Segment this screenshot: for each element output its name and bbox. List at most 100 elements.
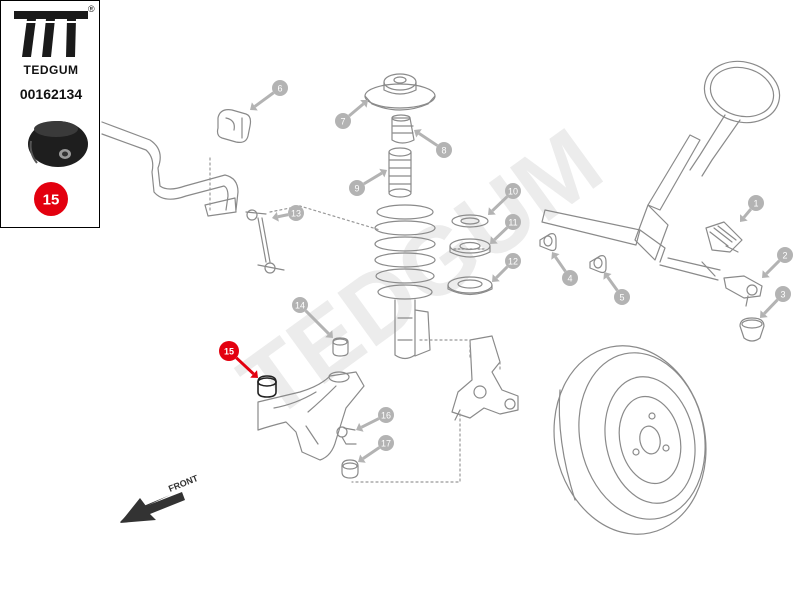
callout-15: 15 bbox=[219, 341, 258, 378]
callout-arrowhead bbox=[379, 168, 387, 178]
callout-bubble bbox=[436, 142, 452, 158]
part-number: 00162134 bbox=[19, 86, 83, 102]
product-info-panel: 15 ® TEDGUM 00162134 bbox=[0, 0, 100, 228]
callout-12: 12 bbox=[492, 253, 521, 282]
callout-bubble bbox=[378, 435, 394, 451]
callout-bubble bbox=[748, 195, 764, 211]
registered-mark: ® bbox=[88, 4, 95, 14]
callout-number: 6 bbox=[277, 84, 282, 94]
tie-rod-end-part-2 bbox=[723, 275, 763, 307]
brand-name: TEDGUM bbox=[23, 63, 79, 77]
callout-number: 5 bbox=[619, 293, 624, 303]
callout-number: 14 bbox=[295, 301, 305, 311]
coil-spring bbox=[374, 204, 436, 300]
watermark-text: TEDGUM bbox=[221, 108, 620, 439]
spring-seat-part-12 bbox=[447, 276, 493, 296]
callout-bubble bbox=[272, 80, 288, 96]
callout-arrowhead bbox=[760, 310, 768, 318]
strut-body bbox=[394, 299, 431, 360]
callout-bubble bbox=[349, 180, 365, 196]
callout-14: 14 bbox=[292, 297, 333, 338]
callout-leader bbox=[763, 298, 779, 315]
callout-leader bbox=[765, 259, 781, 275]
callout-leader bbox=[493, 226, 509, 241]
callout-3: 3 bbox=[760, 286, 791, 318]
callout-bubble bbox=[775, 286, 791, 302]
callout-bubble bbox=[292, 297, 308, 313]
callout-arrowhead bbox=[325, 330, 333, 338]
wheel bbox=[553, 345, 707, 535]
callout-leader bbox=[362, 446, 381, 460]
callout-number: 12 bbox=[508, 257, 518, 267]
callout-leader bbox=[554, 256, 567, 273]
strut-washer-part-10 bbox=[451, 214, 489, 228]
highlight-badge-icon bbox=[34, 182, 68, 216]
callout-bubble bbox=[219, 341, 239, 361]
callout-arrowhead bbox=[762, 270, 770, 278]
callout-bubble bbox=[614, 289, 630, 305]
callout-arrowhead bbox=[414, 129, 422, 138]
callout-leader bbox=[348, 102, 365, 118]
callout-arrowhead bbox=[358, 454, 366, 463]
callout-2: 2 bbox=[762, 247, 793, 278]
callout-number: 17 bbox=[381, 439, 391, 449]
callout-1: 1 bbox=[740, 195, 764, 222]
stabilizer-bar bbox=[101, 121, 239, 217]
callout-number: 13 bbox=[291, 209, 301, 219]
rack-boot-part-1 bbox=[705, 221, 743, 253]
callout-leader bbox=[418, 132, 439, 147]
steering-column bbox=[541, 134, 721, 281]
callout-10: 10 bbox=[488, 183, 521, 215]
callout-number: 15 bbox=[224, 347, 234, 357]
callout-16: 16 bbox=[356, 407, 394, 432]
callout-arrowhead bbox=[740, 214, 748, 222]
callout-13: 13 bbox=[272, 205, 304, 222]
callout-number: 1 bbox=[753, 199, 758, 209]
front-label: FRONT bbox=[167, 473, 200, 494]
steering-knuckle bbox=[451, 335, 519, 421]
part-photo-icon bbox=[28, 121, 88, 167]
rack-bushing-part-4 bbox=[539, 233, 557, 252]
strut-bearing-part-11 bbox=[449, 238, 491, 258]
rack-bushing-part-5 bbox=[589, 255, 607, 274]
callout-arrowhead bbox=[488, 207, 496, 215]
callout-number: 8 bbox=[441, 146, 446, 156]
callout-number: 11 bbox=[508, 218, 517, 228]
info-panel-graphics: 15 bbox=[14, 11, 88, 216]
dust-boot-part-9 bbox=[388, 147, 412, 198]
ball-joint-boot-part-17 bbox=[341, 459, 359, 479]
callout-arrowhead bbox=[492, 274, 500, 282]
callout-number: 4 bbox=[567, 274, 572, 284]
callout-number: 10 bbox=[508, 187, 518, 197]
callout-leader bbox=[360, 417, 380, 429]
callout-leader bbox=[742, 208, 752, 219]
callout-arrowhead bbox=[250, 102, 258, 111]
callout-arrowhead bbox=[272, 211, 279, 222]
callout-leader bbox=[495, 265, 509, 279]
callout-number: 16 bbox=[381, 411, 391, 421]
callout-11: 11 bbox=[490, 214, 521, 244]
callout-leader bbox=[235, 356, 255, 376]
callout-bubble bbox=[288, 205, 304, 221]
callout-bubble bbox=[335, 113, 351, 129]
callout-6: 6 bbox=[250, 80, 288, 111]
steering-wheel bbox=[689, 60, 781, 177]
callout-arrowhead bbox=[551, 252, 560, 260]
lower-control-arm bbox=[257, 371, 365, 461]
callout-17: 17 bbox=[358, 435, 394, 463]
front-direction-arrow: FRONT bbox=[120, 473, 200, 523]
callout-leader bbox=[253, 91, 275, 108]
callout-leader bbox=[304, 309, 330, 335]
callout-number: 3 bbox=[780, 290, 785, 300]
callout-bubble bbox=[505, 183, 521, 199]
callout-9: 9 bbox=[349, 168, 387, 196]
callout-5: 5 bbox=[603, 272, 630, 305]
tie-rod-boot-part-3 bbox=[739, 317, 765, 342]
callout-bubble bbox=[777, 247, 793, 263]
callout-number: 2 bbox=[782, 251, 787, 261]
ball-joint-part-16 bbox=[336, 426, 357, 445]
assembly-leader-lines bbox=[209, 157, 501, 483]
